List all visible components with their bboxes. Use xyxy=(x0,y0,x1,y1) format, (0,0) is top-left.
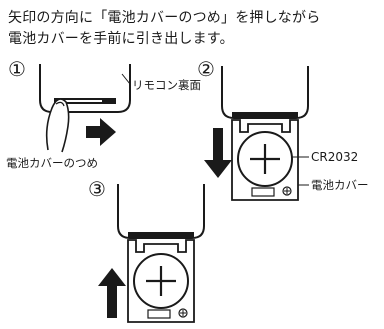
remote-back-label: リモコン裏面 xyxy=(132,78,201,92)
step-2-illustration xyxy=(204,66,309,201)
finger-icon xyxy=(45,98,70,153)
instruction-line-1: 矢印の方向に「電池カバーのつめ」を押しながら xyxy=(8,10,321,26)
push-arrow-right-icon xyxy=(86,118,116,146)
remote-body-step2 xyxy=(221,66,309,119)
remote-body-step3 xyxy=(117,184,205,239)
remote-body-step1 xyxy=(39,64,131,113)
step-2-number: ② xyxy=(197,57,215,81)
battery-cover-tab-label: 電池カバーのつめ xyxy=(6,156,98,170)
battery-cover-label: 電池カバー xyxy=(311,178,369,192)
step-3-number: ③ xyxy=(88,177,106,201)
step-3-illustration xyxy=(98,184,205,323)
pull-arrow-down-icon xyxy=(204,128,232,178)
step-1-illustration xyxy=(39,64,131,153)
instruction-line-2: 電池カバーを手前に引き出します。 xyxy=(8,31,234,47)
step-1-number: ① xyxy=(8,57,26,81)
push-arrow-up-icon xyxy=(98,268,126,318)
battery-model-label: CR2032 xyxy=(311,150,359,164)
remote-back-leader xyxy=(121,73,131,85)
